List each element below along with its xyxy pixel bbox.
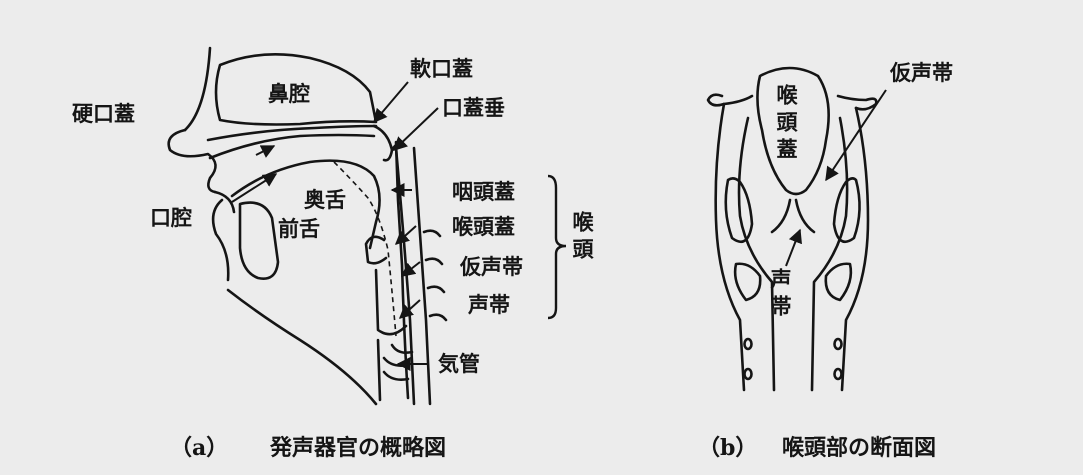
label-trachea: 気管	[438, 353, 480, 374]
caption-a-marker: （a）	[170, 437, 228, 459]
label-hard-palate: 硬口蓋	[72, 103, 135, 124]
label-back-tongue: 奥舌	[304, 189, 346, 210]
label-vocal-cords: 声帯	[468, 294, 510, 315]
label-nasal-cavity: 鼻腔	[268, 83, 310, 104]
label-front-tongue: 前舌	[278, 218, 320, 239]
label-oral-cavity: 口腔	[150, 207, 192, 228]
caption-b-marker: （b）	[698, 437, 757, 459]
label-b-vocal-cords: 声帯	[770, 268, 791, 322]
label-uvula: 口蓋垂	[442, 97, 505, 118]
panel-b-leaders	[786, 90, 886, 266]
label-pharynx: 咽頭蓋	[452, 181, 515, 202]
label-b-epiglottis: 喉頭蓋	[776, 84, 797, 165]
label-epiglottis: 喉頭蓋	[452, 216, 515, 237]
label-b-false-vocal-cords: 仮声帯	[890, 62, 953, 83]
label-soft-palate: 軟口蓋	[410, 58, 473, 79]
label-false-vocal-cords: 仮声帯	[460, 256, 523, 277]
larynx-brace	[548, 176, 566, 318]
caption-a-title: 発声器官の概略図	[270, 437, 446, 459]
label-larynx: 喉頭	[572, 211, 593, 265]
caption-b-title: 喉頭部の断面図	[782, 437, 936, 459]
